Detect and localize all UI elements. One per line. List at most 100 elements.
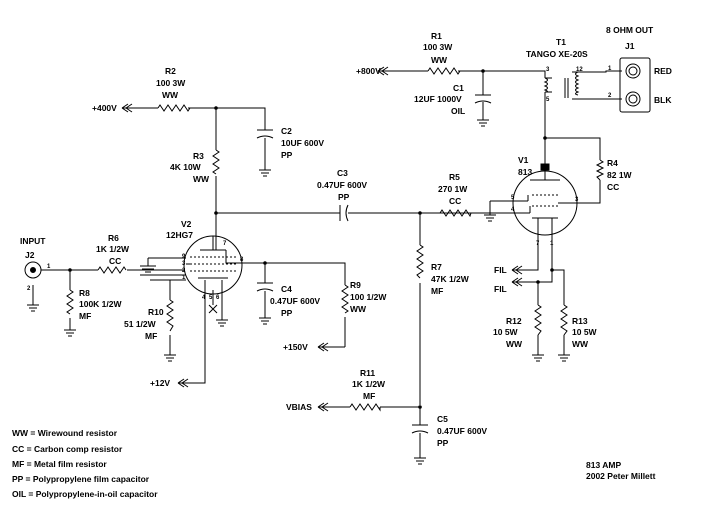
- v2-pin: 6: [216, 295, 220, 301]
- legend-line: PP = Polypropylene film capacitor: [12, 474, 150, 484]
- arrow-icon: [511, 265, 523, 275]
- capacitor-c1: [474, 94, 492, 104]
- resistor-r13: [560, 304, 568, 336]
- r13-type: WW: [572, 339, 589, 349]
- junction-dot: [418, 405, 422, 409]
- junction-dot: [214, 211, 218, 215]
- c1-type: OIL: [451, 106, 465, 116]
- r7-ref: R7: [431, 262, 442, 272]
- resistor-r9: [341, 284, 349, 314]
- j1-ref: J1: [625, 41, 635, 51]
- c5-value: 0.47UF 600V: [437, 426, 487, 436]
- v1-pin: 3: [575, 197, 579, 203]
- transformer-t1: [543, 71, 580, 100]
- arrow-icon: [317, 342, 329, 352]
- r1-type: WW: [431, 55, 448, 65]
- r1-value: 100 3W: [423, 42, 453, 52]
- v1-pin: 4: [511, 207, 515, 213]
- v1-pin: 1: [550, 241, 554, 247]
- v2-pin: 4: [202, 295, 206, 301]
- v1-ref: V1: [518, 155, 529, 165]
- rail-label-150v: +150V: [283, 342, 308, 352]
- capacitor-c3: [339, 204, 349, 222]
- ground-symbols: [27, 119, 570, 465]
- r3-ref: R3: [193, 151, 204, 161]
- r9-type: WW: [350, 304, 367, 314]
- r11-ref: R11: [360, 368, 375, 378]
- r2-ref: R2: [165, 66, 176, 76]
- r8-value: 100K 1/2W: [79, 299, 122, 309]
- arrow-icon: [121, 103, 133, 113]
- ground-icon: [484, 214, 496, 222]
- r2-value: 100 3W: [156, 78, 186, 88]
- v2-pin: 9: [182, 254, 186, 260]
- v2-pin: 2: [182, 268, 186, 274]
- rail-label-800v: +800V: [356, 66, 381, 76]
- v2-pin: 7: [223, 241, 227, 247]
- junction-dot: [536, 280, 540, 284]
- r6-type: CC: [109, 256, 121, 266]
- c1-value: 12UF 1000V: [414, 94, 462, 104]
- arrow-icon: [177, 378, 189, 388]
- t1-pin: 1: [608, 66, 612, 72]
- v1-pin: 5: [511, 195, 515, 201]
- c2-type: PP: [281, 150, 293, 160]
- t1-ref: T1: [556, 37, 566, 47]
- resistor-r12: [534, 304, 542, 336]
- r7-value: 47K 1/2W: [431, 274, 470, 284]
- c3-value: 0.47UF 600V: [317, 180, 367, 190]
- c2-ref: C2: [281, 126, 292, 136]
- v2-pin: 1: [182, 275, 186, 281]
- v2-pin: 3: [182, 261, 186, 267]
- j2-pin: 2: [27, 286, 31, 292]
- legend-line: OIL = Polypropylene-in-oil capacitor: [12, 489, 158, 499]
- resistor-r10: [166, 299, 174, 332]
- resistor-r11: [349, 403, 381, 412]
- ground-icon: [259, 169, 271, 177]
- ground-icon: [164, 354, 176, 362]
- t1-value: TANGO XE-20S: [526, 49, 588, 59]
- c4-ref: C4: [281, 284, 292, 294]
- j1-red: RED: [654, 66, 672, 76]
- r9-ref: R9: [350, 280, 361, 290]
- legend-line: MF = Metal film resistor: [12, 459, 107, 469]
- capacitor-c5: [411, 424, 429, 434]
- c1-ref: C1: [453, 83, 464, 93]
- r6-ref: R6: [108, 233, 119, 243]
- resistor-r7: [416, 244, 424, 279]
- r4-ref: R4: [607, 158, 618, 168]
- junction-dot: [68, 268, 72, 272]
- junction-dot: [418, 211, 422, 215]
- resistor-symbols: [66, 67, 605, 412]
- arrow-icon: [511, 277, 523, 287]
- capacitor-c4: [256, 282, 274, 292]
- t1-pin: 3: [546, 67, 550, 73]
- j1-blk: BLK: [654, 95, 672, 105]
- r10-ref: R10: [148, 307, 164, 317]
- legend-line: WW = Wirewound resistor: [12, 428, 118, 438]
- c2-value: 10UF 600V: [281, 138, 324, 148]
- c4-type: PP: [281, 308, 293, 318]
- r2-type: WW: [162, 90, 179, 100]
- r7-type: MF: [431, 286, 443, 296]
- j2-ref: J2: [25, 250, 35, 260]
- arrow-icon: [317, 402, 329, 412]
- r12-type: WW: [506, 339, 523, 349]
- r13-ref: R13: [572, 316, 588, 326]
- rail-arrows: [121, 66, 523, 412]
- ground-icon: [259, 317, 271, 325]
- title-author: 2002 Peter Millett: [586, 471, 656, 481]
- capacitor-symbols: [256, 94, 492, 434]
- t1-pin: 5: [546, 97, 550, 103]
- tube-v2: [183, 235, 243, 314]
- j2-pin: 1: [47, 264, 51, 270]
- v1-pin: 9: [541, 164, 545, 170]
- junctions: [68, 69, 554, 409]
- rail-label-vbias: VBIAS: [286, 402, 312, 412]
- output-jack-j1: [619, 57, 651, 113]
- r3-type: WW: [193, 174, 210, 184]
- c3-type: PP: [338, 192, 350, 202]
- v2-value: 12HG7: [166, 230, 193, 240]
- tube-v1: [512, 163, 580, 238]
